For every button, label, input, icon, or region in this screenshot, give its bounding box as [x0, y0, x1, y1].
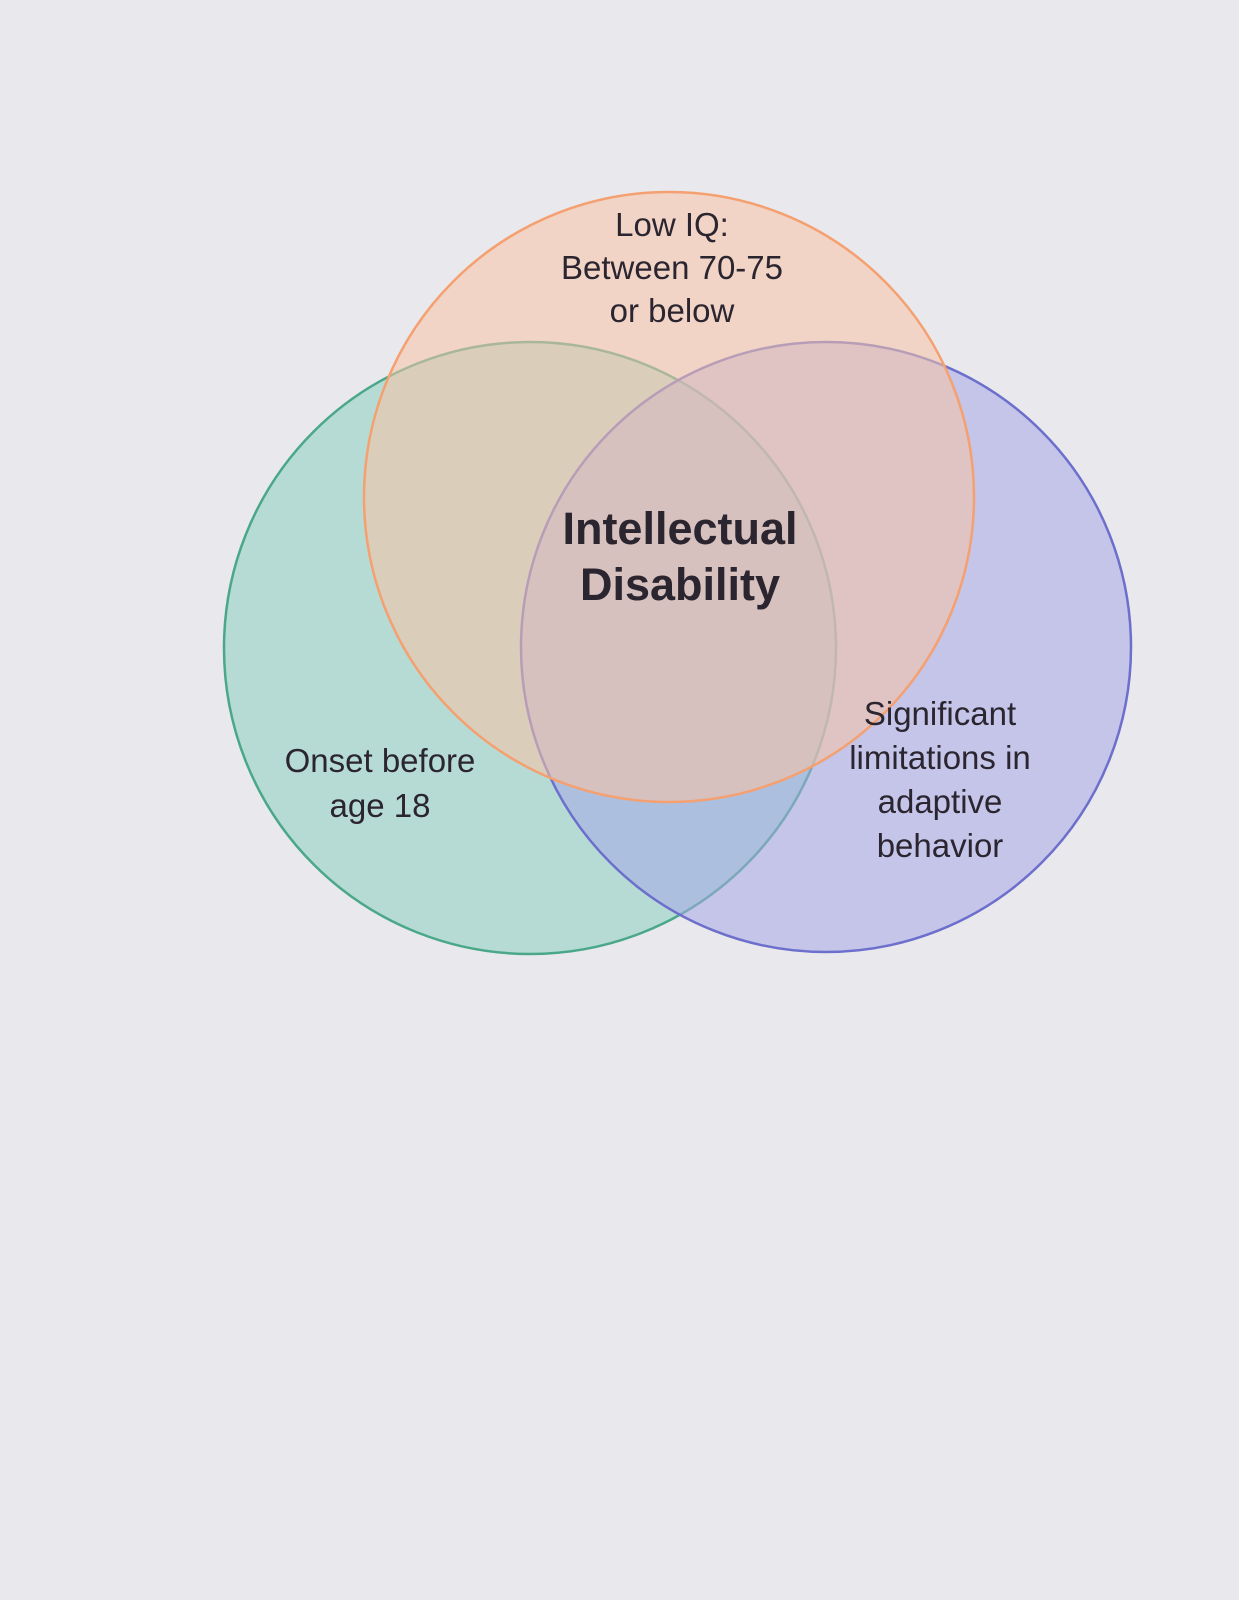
label-adaptive-line: behavior: [877, 827, 1004, 864]
circle-iq: [362, 190, 976, 804]
label-onset-line: age 18: [330, 787, 431, 824]
label-iq-line: Low IQ:: [615, 206, 729, 243]
venn-circles: [222, 190, 1133, 956]
label-iq-line: Between 70-75: [561, 249, 783, 286]
label-iq-line: or below: [610, 292, 735, 329]
center-label-line: Disability: [580, 559, 780, 610]
label-adaptive-line: adaptive: [878, 783, 1003, 820]
label-onset: Onset before age 18: [285, 742, 476, 824]
label-iq: Low IQ: Between 70-75 or below: [561, 206, 783, 329]
label-adaptive: Significant limitations in adaptive behavio…: [849, 695, 1031, 864]
label-onset-line: Onset before: [285, 742, 476, 779]
label-adaptive-line: Significant: [864, 695, 1016, 732]
center-label-line: Intellectual: [562, 503, 797, 554]
label-adaptive-line: limitations in: [849, 739, 1031, 776]
